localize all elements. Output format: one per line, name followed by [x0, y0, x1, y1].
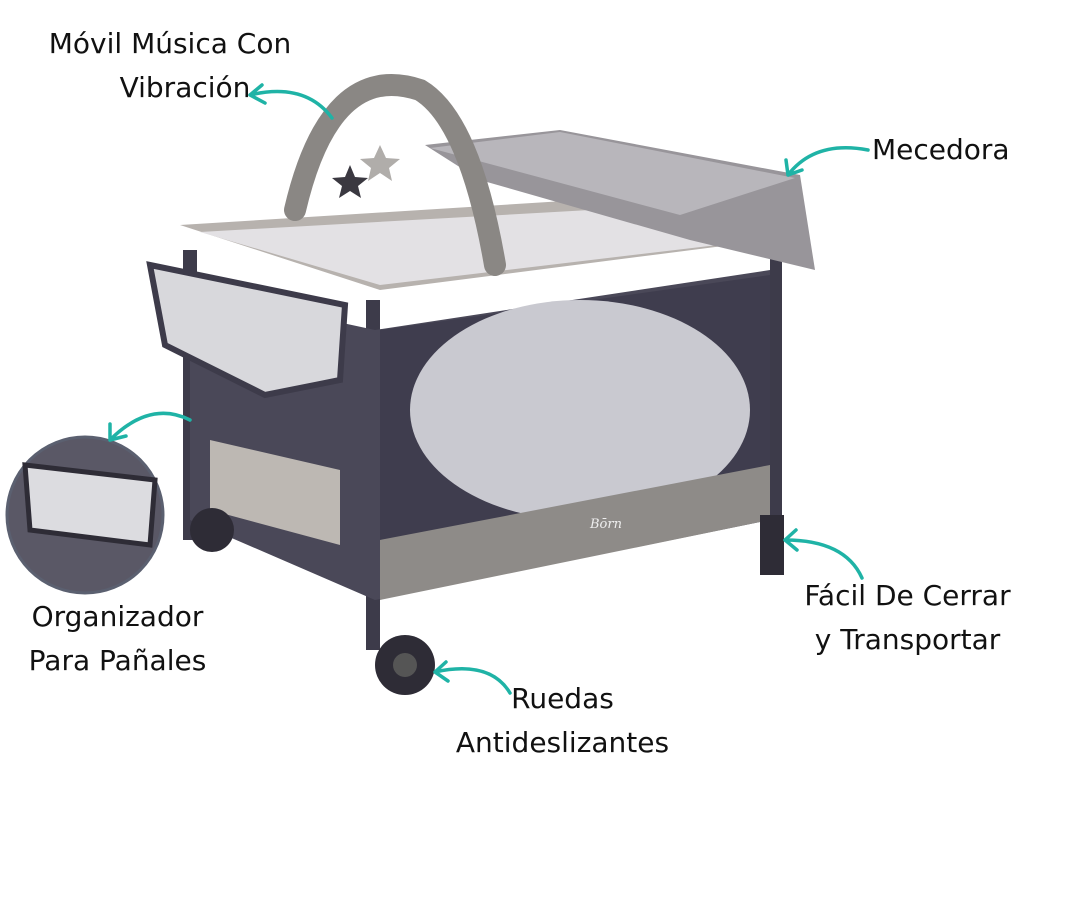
crib-bottom-band — [380, 465, 770, 600]
arrow-rocker — [784, 146, 870, 177]
annotation-arrows — [108, 83, 870, 695]
label-line: Para Pañales — [28, 644, 207, 677]
label-line: Fácil De Cerrar — [804, 579, 1011, 612]
label-mobile: Móvil Música Con Vibración — [30, 22, 310, 110]
label-line: Vibración — [119, 71, 251, 104]
brand-logo: Bōrn — [589, 517, 622, 532]
label-line: y Transportar — [814, 623, 1001, 656]
mesh-window — [410, 300, 750, 520]
label-fold: Fácil De Cerrar y Transportar — [785, 574, 1030, 662]
star-toy — [332, 165, 368, 198]
label-line: Ruedas — [511, 682, 614, 715]
label-line: Móvil Música Con — [48, 27, 292, 60]
star-toy — [360, 145, 400, 181]
arrow-wheels — [433, 660, 512, 695]
arrow-fold — [783, 528, 864, 580]
label-rocker: Mecedora — [872, 128, 1010, 172]
label-line: Organizador — [31, 600, 204, 633]
foot — [760, 515, 784, 575]
arrow-organizer — [108, 411, 192, 442]
label-line: Antideslizantes — [455, 726, 670, 759]
label-organizer: Organizador Para Pañales — [5, 595, 230, 683]
mobile-arch — [284, 74, 506, 276]
crib-end-bottom — [210, 440, 340, 545]
arrow-mobile — [248, 83, 334, 120]
wheel — [190, 508, 234, 552]
label-line: Mecedora — [872, 133, 1010, 166]
label-wheels: Ruedas Antideslizantes — [440, 677, 685, 765]
diaper-organizer — [146, 261, 349, 399]
